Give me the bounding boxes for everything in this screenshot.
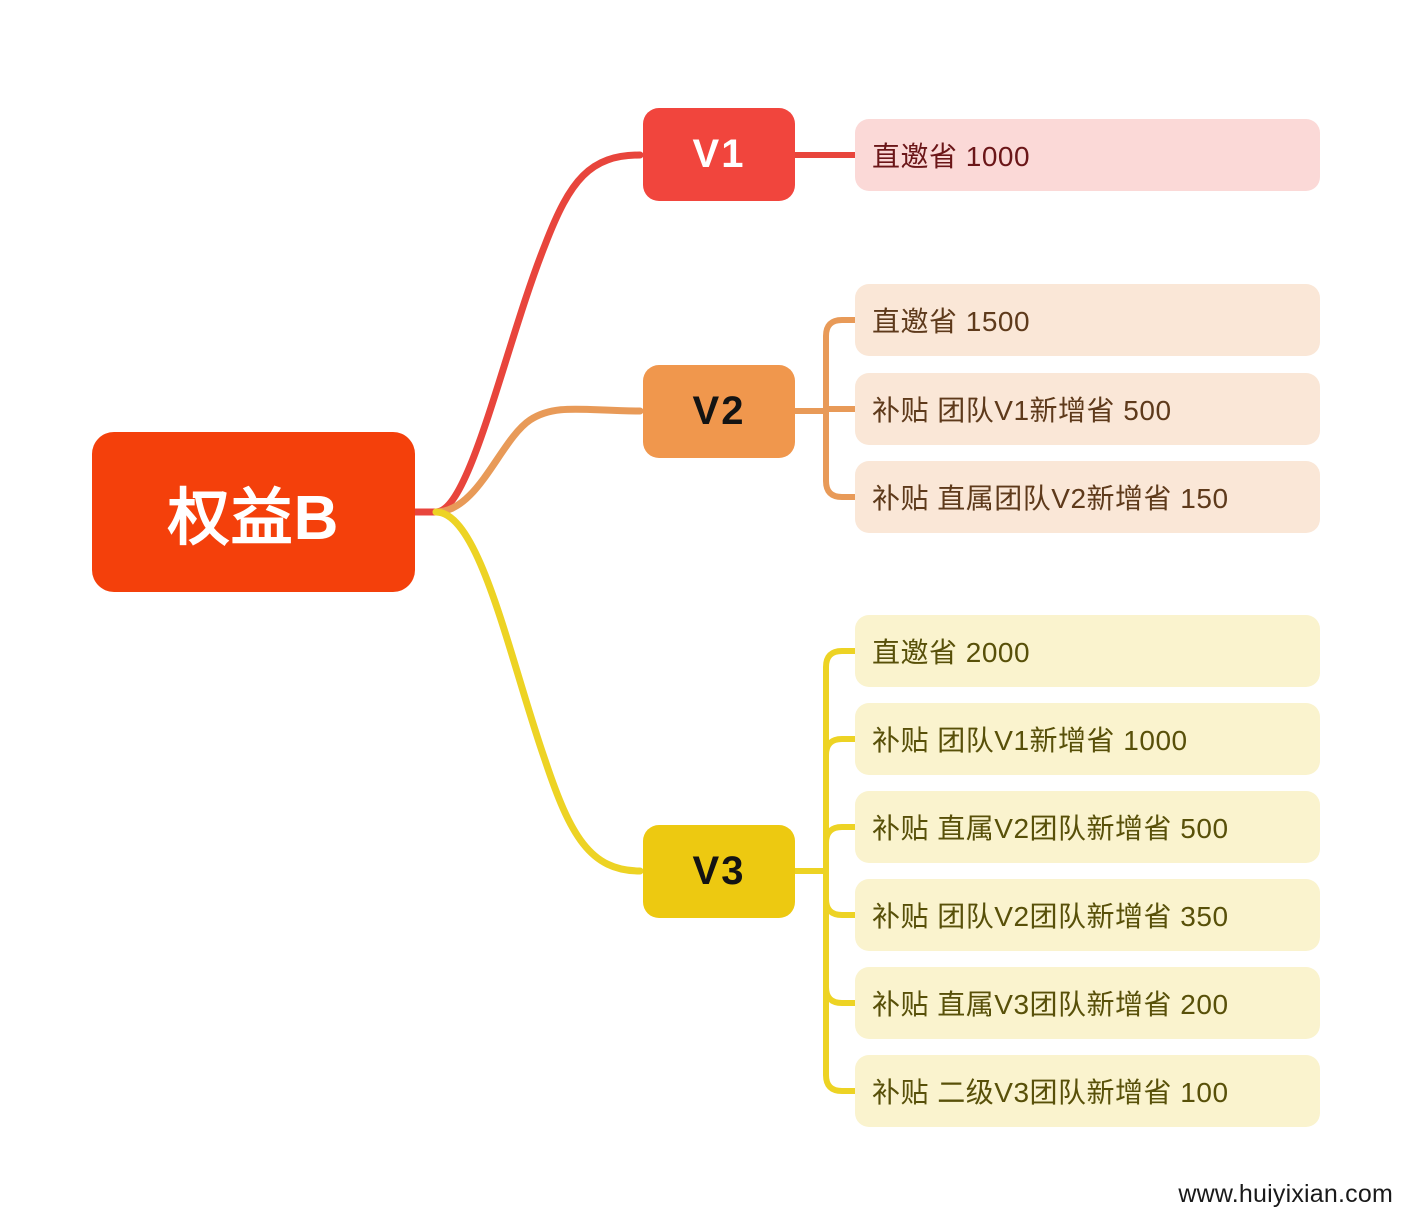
branch-node-v1-label: V1 bbox=[692, 132, 746, 176]
edge-v3-to-leaf-3 bbox=[823, 868, 860, 918]
leaf-node[interactable]: 补贴 团队V2团队新增省 350 bbox=[855, 879, 1320, 951]
leaf-node-label: 直邀省 1000 bbox=[872, 141, 1031, 172]
leaf-node[interactable]: 直邀省 2000 bbox=[855, 615, 1320, 687]
edge-v2-to-leaf-0 bbox=[823, 317, 860, 414]
leaf-node[interactable]: 补贴 直属V3团队新增省 200 bbox=[855, 967, 1320, 1039]
leaf-node[interactable]: 补贴 团队V1新增省 1000 bbox=[855, 703, 1320, 775]
edge-v3-to-leaf-2 bbox=[823, 824, 860, 874]
leaf-node-label: 补贴 团队V1新增省 500 bbox=[872, 395, 1172, 426]
leaf-node[interactable]: 补贴 直属V2团队新增省 500 bbox=[855, 791, 1320, 863]
leaf-node-label: 补贴 团队V2团队新增省 350 bbox=[872, 901, 1229, 932]
edge-root-to-v1 bbox=[411, 151, 644, 516]
edge-v2-to-leaf-2 bbox=[823, 408, 860, 500]
edge-root-to-v2 bbox=[432, 405, 644, 516]
leaf-node-label: 直邀省 1500 bbox=[872, 306, 1031, 337]
leaf-node[interactable]: 直邀省 1500 bbox=[855, 284, 1320, 356]
leaf-node[interactable]: 补贴 团队V1新增省 500 bbox=[855, 373, 1320, 445]
leaf-node-label: 直邀省 2000 bbox=[872, 637, 1031, 668]
branch-node-v3[interactable]: V3 bbox=[643, 825, 795, 918]
branch-node-v2-label: V2 bbox=[692, 389, 746, 433]
leaf-node-label: 补贴 直属V3团队新增省 200 bbox=[872, 989, 1229, 1020]
branch-node-v2[interactable]: V2 bbox=[643, 365, 795, 458]
branch-node-v3-label: V3 bbox=[692, 849, 746, 893]
leaf-node-label: 补贴 直属V2团队新增省 500 bbox=[872, 813, 1229, 844]
leaf-node-label: 补贴 二级V3团队新增省 100 bbox=[872, 1077, 1229, 1108]
root-node[interactable]: 权益B bbox=[92, 432, 415, 592]
edge-v3-to-leaf-5 bbox=[823, 868, 860, 1094]
root-node-label: 权益B bbox=[167, 484, 340, 553]
edge-v3-to-leaf-1 bbox=[823, 736, 860, 874]
watermark: www.huiyixian.com bbox=[1178, 1180, 1393, 1208]
leaf-node[interactable]: 直邀省 1000 bbox=[855, 119, 1320, 191]
edge-v3-to-leaf-4 bbox=[823, 868, 860, 1006]
edge-v3-to-leaf-0 bbox=[823, 648, 860, 874]
leaf-node-label: 补贴 直属团队V2新增省 150 bbox=[872, 483, 1229, 514]
edge-root-to-v3 bbox=[432, 508, 644, 875]
branch-node-v1[interactable]: V1 bbox=[643, 108, 795, 201]
leaf-node[interactable]: 补贴 直属团队V2新增省 150 bbox=[855, 461, 1320, 533]
leaf-node[interactable]: 补贴 二级V3团队新增省 100 bbox=[855, 1055, 1320, 1127]
leaf-node-label: 补贴 团队V1新增省 1000 bbox=[872, 725, 1188, 756]
